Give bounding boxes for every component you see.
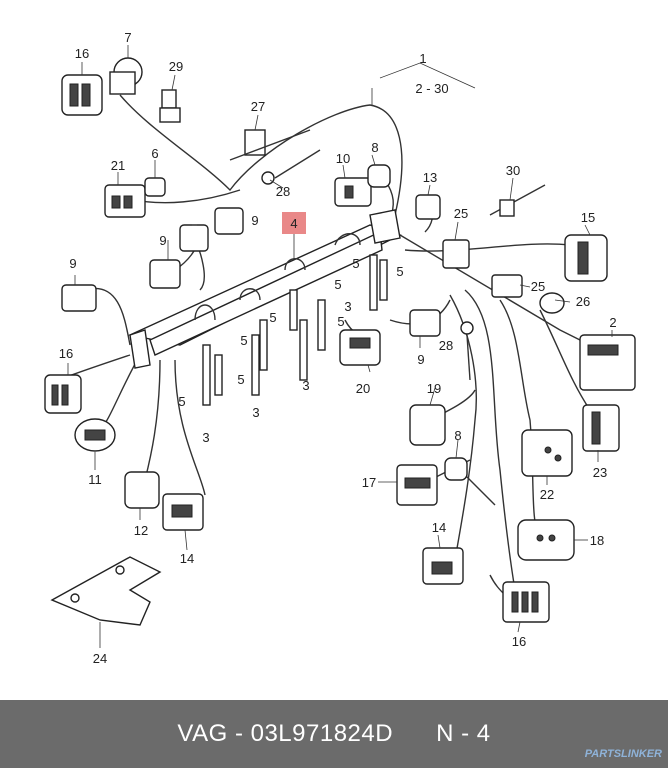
connector-12	[124, 471, 160, 509]
callout-5: 5	[334, 277, 341, 292]
connector-16-bottom	[502, 581, 550, 623]
callout-8: 8	[371, 140, 378, 155]
callout-3: 3	[252, 405, 259, 420]
callout-5: 5	[237, 372, 244, 387]
connector-22	[521, 429, 573, 477]
callout-18: 18	[590, 533, 604, 548]
connector-8-top	[367, 164, 391, 188]
connector-2	[579, 334, 636, 391]
connector-8-right	[444, 457, 468, 481]
callout-14: 14	[180, 551, 194, 566]
footer-bar: VAG - 03L971824D N - 4 PARTSLINKER	[0, 700, 668, 768]
connector-14-left	[162, 493, 204, 531]
callout-5: 5	[352, 256, 359, 271]
callout-4: 4	[290, 216, 297, 231]
callout-16: 16	[59, 346, 73, 361]
callout-5: 5	[337, 314, 344, 329]
fastener-28-top	[261, 149, 321, 185]
bracket-27	[229, 129, 311, 161]
callout-10: 10	[336, 151, 350, 166]
part-number: VAG - 03L971824D	[177, 720, 394, 747]
wiring-harness-diagram: 1 2 - 30 2 3 3 3 3 4 5 5 5 5 5 5 5 5 6 7…	[44, 30, 636, 666]
harness-channel	[127, 209, 402, 369]
connector-17	[396, 464, 438, 506]
connector-19	[409, 404, 446, 446]
callout-3: 3	[202, 430, 209, 445]
clip-25-top	[442, 239, 470, 269]
callout-17: 17	[362, 475, 376, 490]
callout-22: 22	[540, 487, 554, 502]
watermark-logo: PARTSLINKER	[584, 748, 662, 760]
callout-3: 3	[344, 299, 351, 314]
callout-12: 12	[134, 523, 148, 538]
callout-21: 21	[111, 158, 125, 173]
gasket-24	[50, 556, 162, 626]
callout-27: 27	[251, 99, 265, 114]
callout-11: 11	[88, 472, 102, 487]
callout-16: 16	[512, 634, 526, 649]
connector-7	[109, 57, 143, 95]
connector-18	[517, 519, 575, 561]
callout-25: 25	[454, 206, 468, 221]
callout-13: 13	[423, 170, 437, 185]
fastener-28-right	[460, 321, 474, 381]
callout-24: 24	[93, 651, 107, 666]
connector-23	[582, 404, 620, 452]
callout-8: 8	[454, 428, 461, 443]
callout-5: 5	[269, 310, 276, 325]
callout-labels: 1 2 - 30 2 3 3 3 3 4 5 5 5 5 5 5 5 5 6 7…	[59, 30, 617, 666]
callout-5: 5	[240, 333, 247, 348]
callout-20: 20	[356, 381, 370, 396]
cap-26	[539, 292, 565, 314]
connector-9-left-b	[179, 224, 209, 252]
callout-6: 6	[151, 146, 158, 161]
callout-2: 2	[609, 315, 616, 330]
callout-19: 19	[427, 381, 441, 396]
connector-10	[334, 177, 372, 207]
callout-14: 14	[432, 520, 446, 535]
clip-25-mid	[491, 274, 523, 298]
connector-9-left-c	[214, 207, 244, 235]
callout-26: 26	[576, 294, 590, 309]
callout-23: 23	[593, 465, 607, 480]
callout-9: 9	[159, 233, 166, 248]
clip-29	[159, 89, 181, 123]
callout-15: 15	[581, 210, 595, 225]
callout-28: 28	[439, 338, 453, 353]
callout-7: 7	[124, 30, 131, 45]
connector-21	[104, 177, 166, 218]
callout-28: 28	[276, 184, 290, 199]
callout-9: 9	[69, 256, 76, 271]
leader-lines	[67, 45, 613, 648]
callout-3: 3	[302, 378, 309, 393]
callout-1: 1	[419, 51, 426, 66]
position-number: N - 4	[436, 720, 491, 747]
connector-20	[339, 329, 381, 366]
footer-caption: VAG - 03L971824D N - 4	[0, 700, 668, 768]
tie-30	[489, 184, 546, 217]
connector-9-left-a	[149, 259, 181, 289]
connector-13	[415, 194, 441, 220]
glow-plug-stems	[202, 254, 388, 406]
callout-5: 5	[396, 264, 403, 279]
connector-16-top-left	[61, 74, 103, 116]
callout-9: 9	[251, 213, 258, 228]
callout-29: 29	[169, 59, 183, 74]
highlight-box-item-4	[282, 212, 306, 234]
callout-16: 16	[75, 46, 89, 61]
connector-14-right	[422, 547, 464, 585]
callout-1-range: 2 - 30	[415, 81, 448, 96]
callout-30: 30	[506, 163, 520, 178]
connector-15	[564, 234, 608, 282]
connector-16-mid-left	[44, 374, 82, 414]
connector-11	[74, 418, 116, 452]
connector-9-right	[409, 309, 441, 337]
callout-25: 25	[531, 279, 545, 294]
callout-9: 9	[417, 352, 424, 367]
connector-9-far-left	[61, 284, 97, 312]
callout-5: 5	[178, 394, 185, 409]
